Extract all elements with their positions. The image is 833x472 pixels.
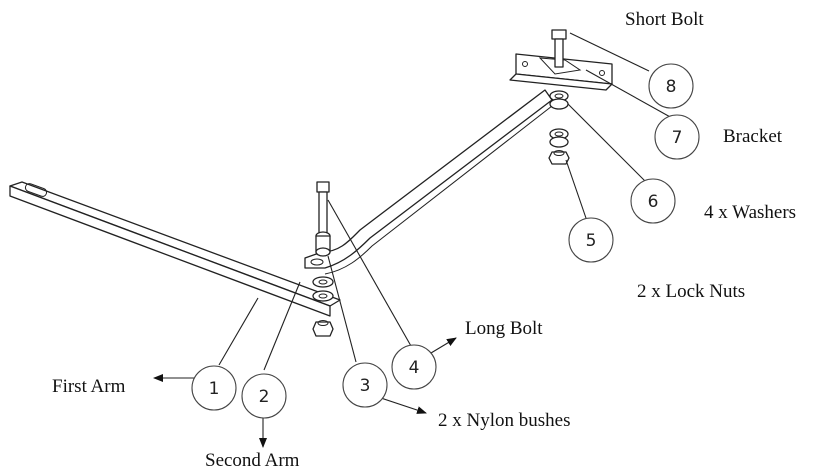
svg-text:4: 4 [409, 358, 420, 378]
label-second-arm: Second Arm [205, 450, 300, 471]
svg-text:5: 5 [586, 231, 597, 251]
callout-7: 7 [654, 114, 700, 160]
label-bracket: Bracket [723, 126, 783, 147]
label-lock-nuts: 2 x Lock Nuts [637, 281, 746, 302]
svg-text:8: 8 [666, 77, 677, 97]
callout-8: 8 [648, 63, 694, 109]
label-first-arm: First Arm [52, 376, 126, 397]
second-arm-part [304, 89, 553, 275]
svg-text:6: 6 [648, 192, 659, 212]
bracket-stack [509, 29, 613, 165]
callout-1: 1 [191, 365, 237, 411]
label-nylon-bushes: 2 x Nylon bushes [438, 410, 571, 431]
svg-text:1: 1 [209, 379, 220, 399]
callout-4: 4 [391, 344, 437, 390]
label-washers: 4 x Washers [704, 202, 797, 223]
long-bolt-stack [312, 181, 334, 337]
svg-text:7: 7 [672, 128, 683, 148]
svg-text:2: 2 [259, 387, 270, 407]
svg-text:3: 3 [360, 376, 371, 396]
callout-3: 3 [342, 362, 388, 408]
callout-5: 5 [568, 217, 614, 263]
label-long-bolt: Long Bolt [465, 318, 543, 339]
label-short-bolt: Short Bolt [625, 9, 704, 30]
callout-6: 6 [630, 178, 676, 224]
leader-lines [218, 32, 682, 371]
first-arm-part [9, 181, 341, 317]
callout-2: 2 [241, 373, 287, 419]
